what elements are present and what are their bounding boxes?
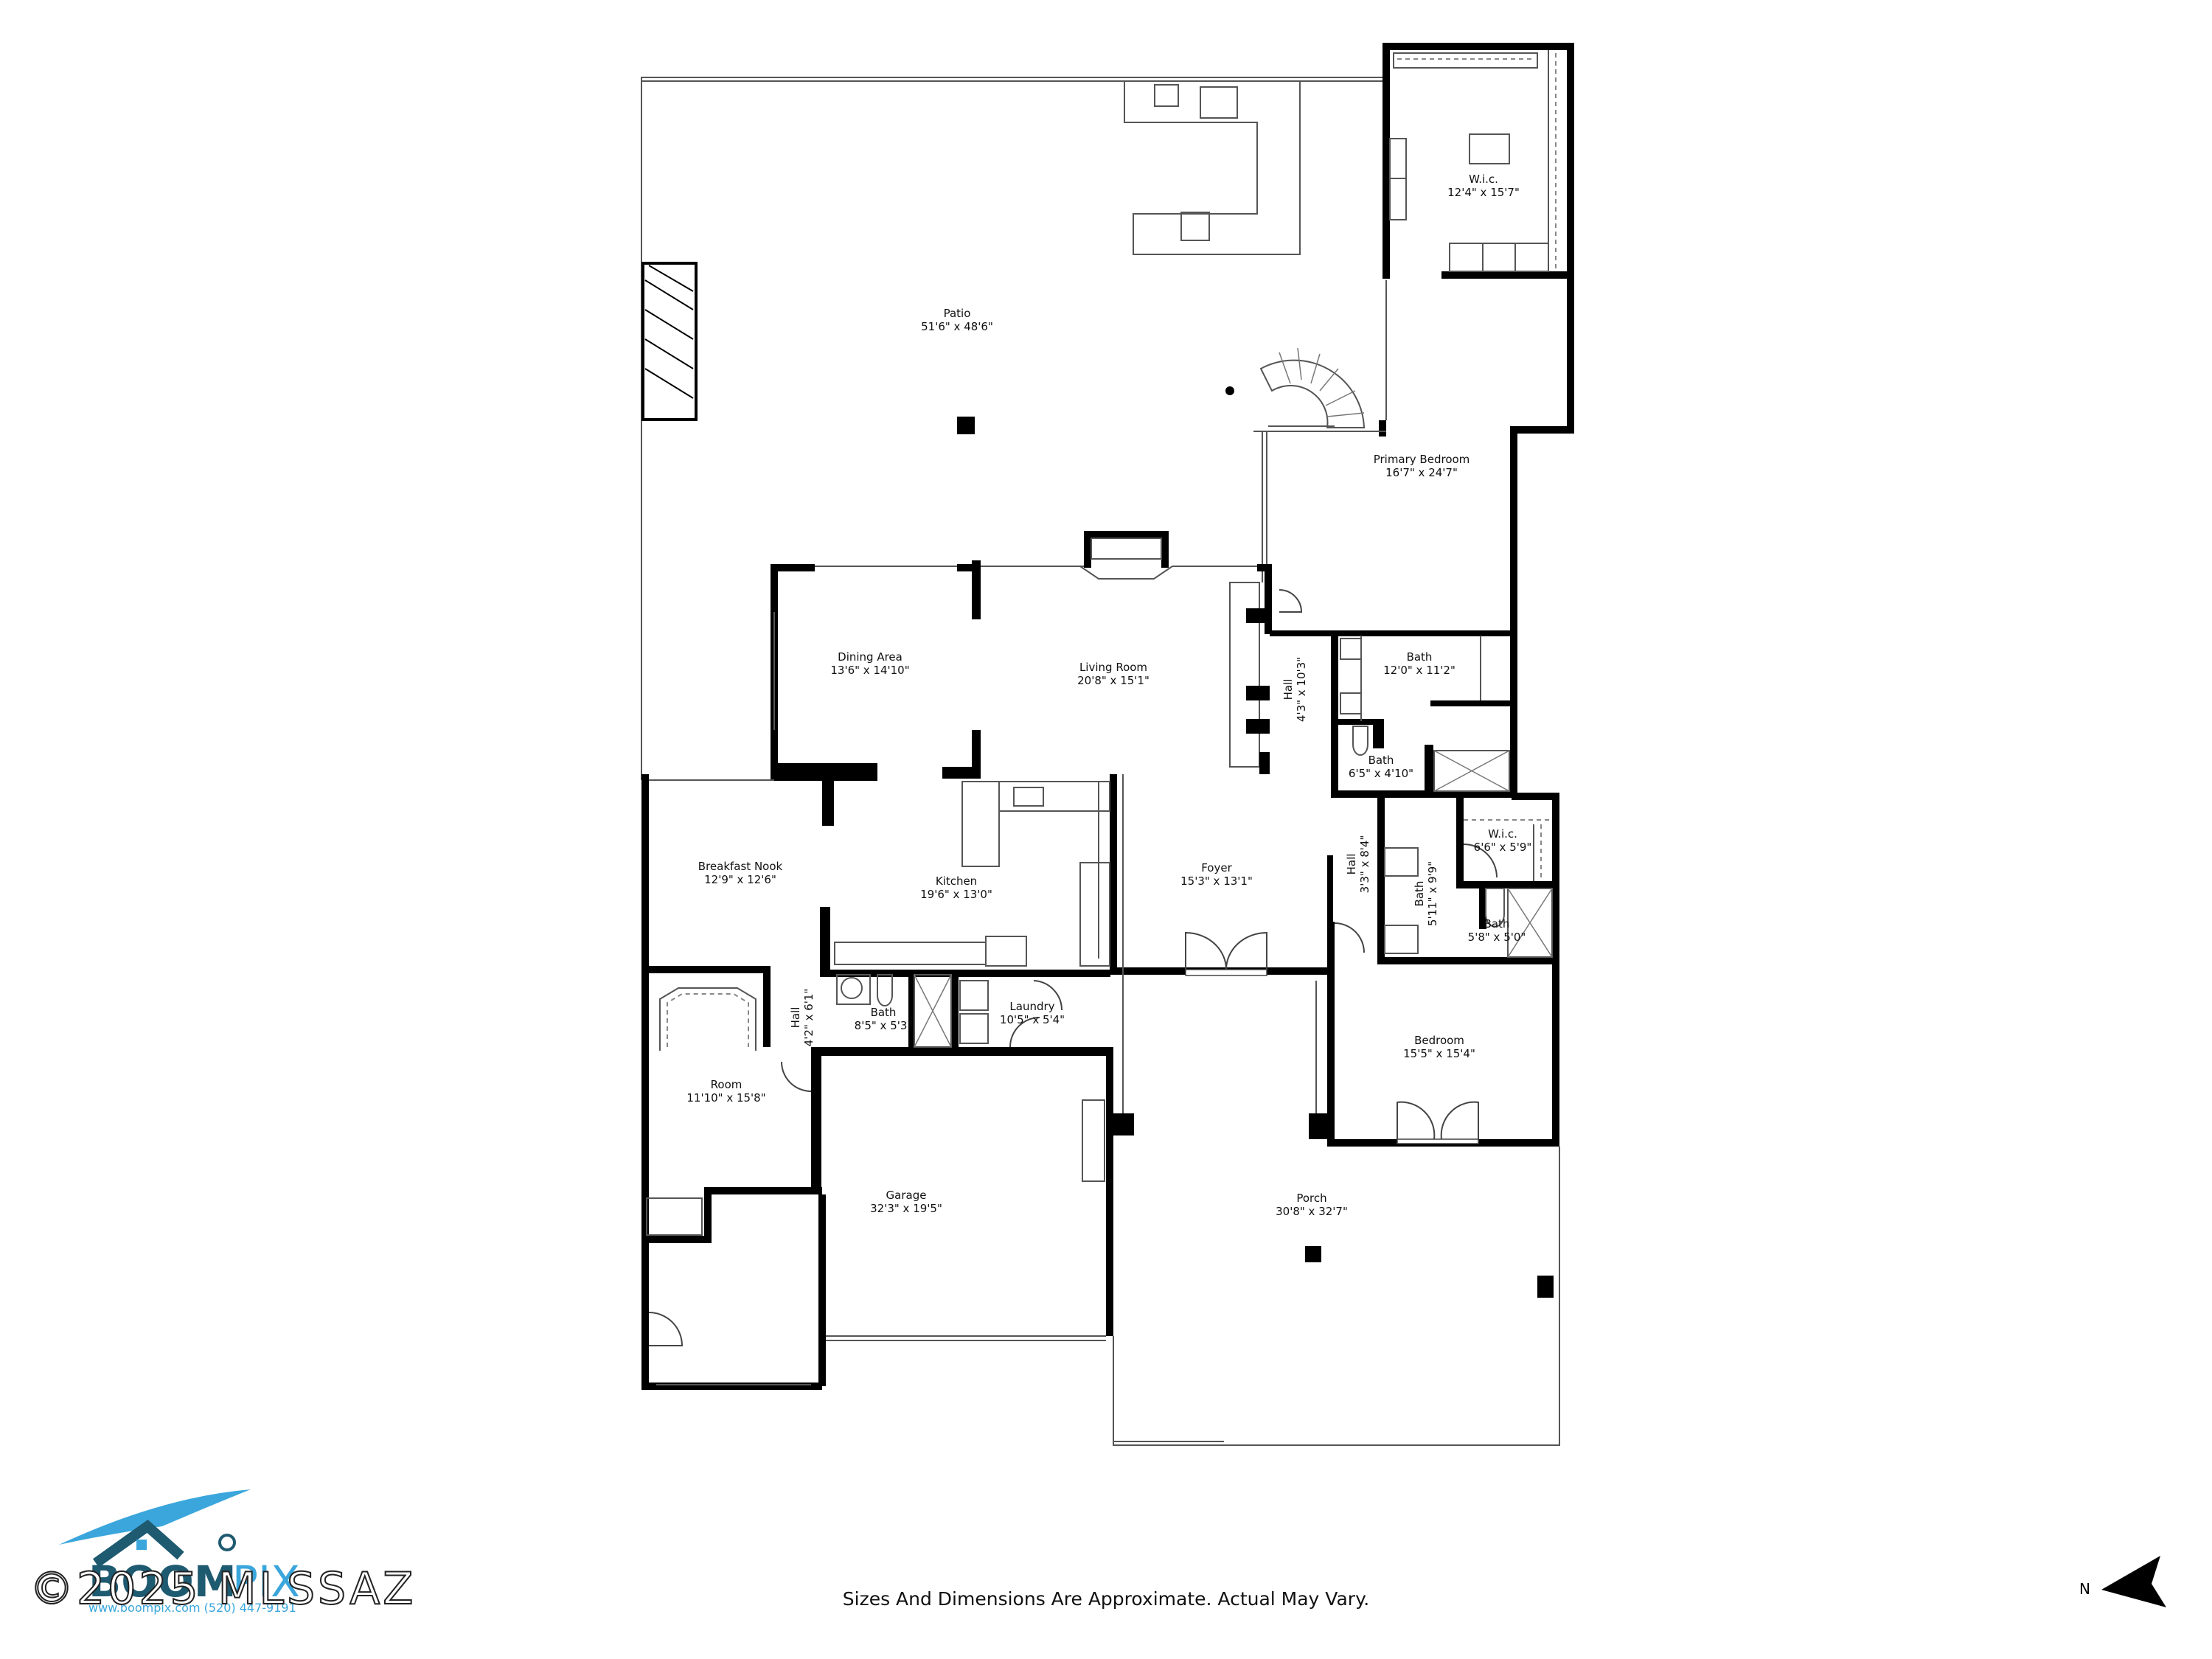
house-roof-icon xyxy=(92,1520,184,1568)
room-walls xyxy=(641,966,822,1243)
room-label-vertical: Hall4'2" x 6'1" xyxy=(789,989,815,1047)
post xyxy=(1225,386,1234,395)
compass-arrow-icon xyxy=(2101,1556,2166,1607)
spiral-stair xyxy=(1259,347,1366,428)
room-label: W.i.c.12'4" x 15'7" xyxy=(1447,173,1520,199)
drone-icon xyxy=(218,1534,236,1551)
right-bath-block xyxy=(1327,793,1559,1147)
room-label-vertical: Hall3'3" x 8'4" xyxy=(1345,835,1371,894)
main-walls xyxy=(771,531,1272,826)
logo-main-text: BOOM xyxy=(88,1557,237,1607)
window-icon xyxy=(136,1540,147,1550)
upper-bath-walls xyxy=(1270,589,1513,798)
outdoor-kitchen xyxy=(1124,80,1301,255)
patio-outline xyxy=(641,77,1386,780)
foyer-walls xyxy=(1110,774,1331,1135)
swoosh-icon xyxy=(59,1489,251,1545)
garage-walls xyxy=(641,1056,1132,1390)
patio-fireplace xyxy=(641,262,698,421)
bath-laundry-walls xyxy=(811,970,1113,1056)
north-arrow: N xyxy=(2079,1556,2166,1607)
north-label: N xyxy=(2079,1580,2090,1598)
column xyxy=(957,417,975,434)
porch-outline xyxy=(1113,1147,1560,1446)
copyright-watermark: ©2025 MLSSAZ xyxy=(29,1562,417,1615)
logo-accent-text: PIX xyxy=(232,1557,300,1607)
kitchen-walls xyxy=(641,774,1110,1386)
disclaimer-text: Sizes And Dimensions Are Approximate. Ac… xyxy=(842,1588,1370,1610)
room-label-vertical: Hall4'3" x 10'3" xyxy=(1281,657,1308,722)
walk-in-closet-upper xyxy=(1382,43,1574,279)
bedroom-walls xyxy=(1309,922,1559,1147)
primary-bedroom-walls xyxy=(1253,271,1574,795)
company-logo: BOOM PIX www.boompix.com (520) 447-9191 xyxy=(59,1489,300,1615)
room-label: W.i.c.6'6" x 5'9" xyxy=(1474,827,1532,854)
logo-sub-text: www.boompix.com (520) 447-9191 xyxy=(88,1601,296,1615)
room-label-vertical: Bath5'11" x 9'9" xyxy=(1413,861,1439,926)
